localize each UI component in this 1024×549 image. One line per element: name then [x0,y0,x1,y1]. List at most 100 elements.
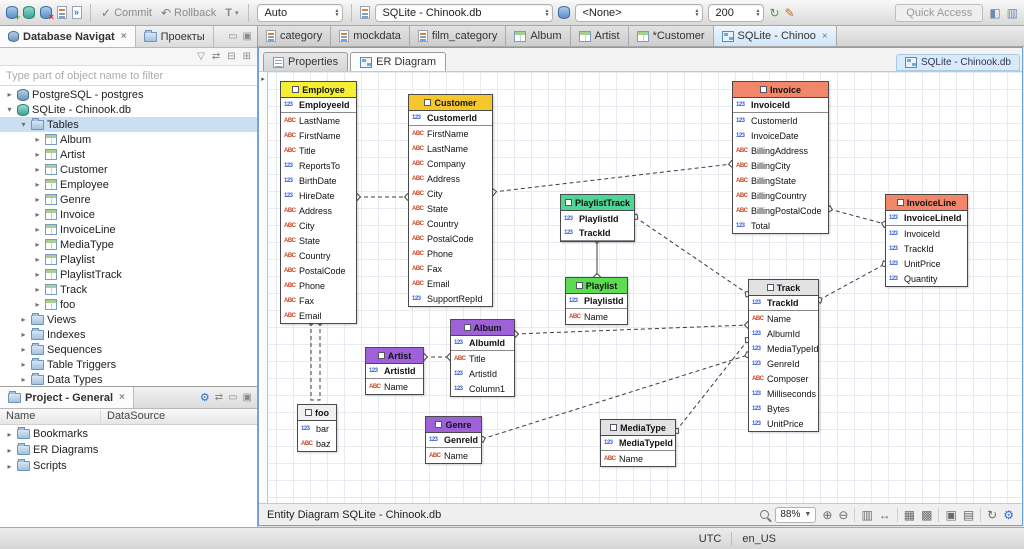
close-tab-icon[interactable]: × [821,30,828,42]
snap-to-grid-icon[interactable]: ▩ [921,507,933,522]
fit-page-icon[interactable]: ▥ [861,507,873,522]
perspective-dba-icon[interactable]: ◧ [989,5,1001,20]
expand-arrow-icon[interactable]: ▸ [35,165,40,174]
expand-arrow-icon[interactable]: ▸ [35,240,40,249]
relation-line-invoice-customer[interactable] [488,159,737,197]
expand-arrow-icon[interactable]: ▸ [21,375,26,384]
expand-arrow-icon[interactable]: ▸ [7,461,12,471]
entity-header[interactable]: MediaType [601,420,675,436]
entity-header[interactable]: Artist [366,348,423,364]
tree-item-sqlite-chinook-db[interactable]: ▾SQLite - Chinook.db [0,102,257,117]
project-item-er-diagrams[interactable]: ▸ER Diagrams [0,442,257,458]
entity-header[interactable]: Album [451,320,514,336]
datasource-combo[interactable]: SQLite - Chinook.db ▲▼ [375,3,554,22]
tree-item-employee[interactable]: ▸Employee [0,177,257,192]
tab-projects[interactable]: Проекты [136,26,214,47]
expand-arrow-icon[interactable]: ▸ [35,285,40,294]
new-connection-icon[interactable] [6,6,20,22]
expand-arrow-icon[interactable]: ▸ [21,345,26,354]
zoom-out-icon[interactable]: ⊖ [838,507,849,522]
commit-button[interactable]: ✓ Commit [99,6,154,20]
tree-item-indexes[interactable]: ▸Indexes [0,327,257,342]
project-item-scripts[interactable]: ▸Scripts [0,458,257,474]
minimize-icon[interactable]: ▭ [228,31,238,42]
editor-tab-artist[interactable]: Artist [570,26,629,46]
entity-header[interactable]: Playlist [566,278,627,294]
collapse-all-icon[interactable]: ⊟ [227,51,236,62]
tab-er-diagram[interactable]: ER Diagram [350,52,447,71]
editor-tab-film-category[interactable]: film_category [409,26,507,46]
locale-indicator[interactable]: en_US [742,532,776,545]
editor-tab-album[interactable]: Album [506,26,571,46]
tree-item-album[interactable]: ▸Album [0,132,257,147]
editor-tab-category[interactable]: category [258,26,332,46]
tree-item-postgresql-postgres[interactable]: ▸PostgreSQL - postgres [0,87,257,102]
tree-item-data-types[interactable]: ▸Data Types [0,372,257,386]
collapse-arrow-icon[interactable]: ▾ [21,120,26,129]
txn-mode-combo[interactable]: Auto ▲▼ [257,3,344,22]
transaction-log-button[interactable]: T ▾ [223,7,240,19]
entity-header[interactable]: Genre [426,417,481,433]
expand-arrow-icon[interactable]: ▸ [7,445,12,455]
schema-combo[interactable]: <None> ▲▼ [575,3,704,22]
edit-icon[interactable]: ✎ [784,5,795,20]
quick-access-field[interactable]: Quick Access [895,3,984,22]
refresh-icon[interactable]: ↻ [987,507,998,522]
close-tab-icon[interactable]: × [120,31,127,42]
tree-item-invoiceline[interactable]: ▸InvoiceLine [0,222,257,237]
column-header-name[interactable]: Name [6,410,36,422]
tree-item-mediatype[interactable]: ▸MediaType [0,237,257,252]
expand-arrow-icon[interactable]: ▸ [35,300,40,309]
minimize-icon[interactable]: ▭ [228,392,238,403]
column-header-datasource[interactable]: DataSource [100,410,165,422]
editor-tab-customer[interactable]: *Customer [628,26,714,46]
expand-arrow-icon[interactable]: ▸ [35,225,40,234]
tree-item-artist[interactable]: ▸Artist [0,147,257,162]
tree-item-invoice[interactable]: ▸Invoice [0,207,257,222]
expand-all-icon[interactable]: ⊞ [242,51,251,62]
zoom-in-icon[interactable]: ⊕ [822,507,833,522]
navigator-filter-input[interactable] [0,66,257,86]
relation-line-employee-reportsto-self[interactable] [306,317,325,401]
expand-arrow-icon[interactable]: ▸ [7,429,12,439]
expand-arrow-icon[interactable]: ▸ [21,330,26,339]
